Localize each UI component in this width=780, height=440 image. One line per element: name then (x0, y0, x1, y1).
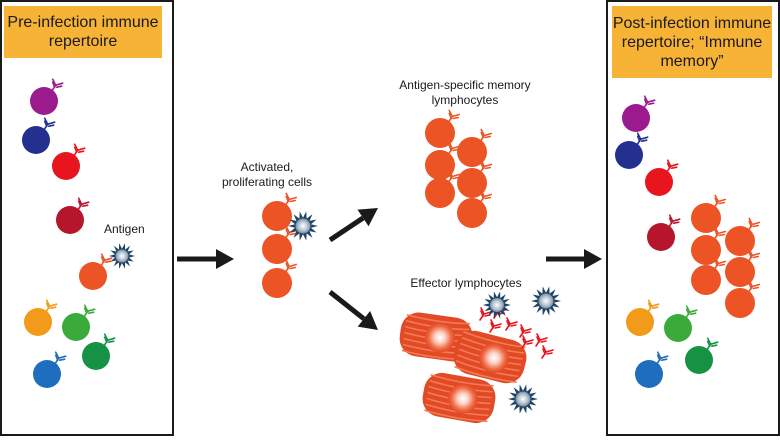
memory-lymphocyte (457, 128, 493, 167)
cell-antigen-specific (79, 253, 113, 290)
effector-lymphocyte (422, 372, 496, 424)
activated-cell (262, 259, 298, 298)
antigen-icon (531, 286, 561, 316)
cell-dark-green (82, 333, 116, 370)
y-shaped-receptor-icon (713, 256, 727, 271)
effector-lymphocyte (399, 312, 473, 362)
arrow-icon (546, 249, 602, 269)
memory-lymphocytes-label: Antigen-specific memory lymphocytes (399, 78, 531, 107)
memory-lymphocyte (457, 189, 493, 228)
y-shaped-receptor-icon (655, 351, 669, 366)
y-shaped-receptor-icon (646, 299, 660, 314)
y-shaped-receptor-icon (747, 248, 761, 263)
y-shaped-receptor-icon (42, 117, 56, 131)
cell-purple (30, 78, 64, 115)
cell-navy (615, 132, 649, 169)
memory-lymphocyte (691, 256, 727, 295)
arrow-icon (328, 290, 378, 330)
y-shaped-receptor-icon (50, 78, 64, 92)
cell-orange (24, 299, 58, 336)
antigen-icon (483, 291, 511, 319)
activated-cells-label: Activated, proliferating cells (221, 160, 313, 189)
antigen-layer (109, 211, 561, 414)
y-shaped-receptor-icon (684, 305, 698, 320)
y-shaped-receptor-icon (713, 226, 727, 241)
arrow-icon (328, 208, 378, 243)
free-antibody-icon (521, 335, 534, 349)
cell-blue (635, 351, 669, 388)
y-shaped-receptor-icon (635, 132, 649, 146)
memory-lymphocyte (425, 169, 461, 208)
cell-crimson (56, 197, 90, 234)
y-shaped-receptor-icon (72, 143, 86, 157)
y-shaped-receptor-icon (665, 159, 679, 173)
y-shaped-receptor-icon (76, 197, 90, 211)
y-shaped-receptor-icon (713, 194, 727, 209)
y-shaped-receptor-icon (747, 217, 761, 232)
cell-orange (626, 299, 660, 336)
cell-blue (33, 351, 67, 388)
cell-red (645, 159, 679, 196)
y-shaped-receptor-icon (44, 299, 58, 314)
effector-layer (399, 305, 554, 424)
y-shaped-receptor-icon (747, 279, 761, 294)
pre-infection-title-text: Pre-infection immune repertoire (7, 14, 159, 50)
free-antibody-icon (541, 345, 554, 359)
memory-lymphocyte (725, 217, 761, 256)
y-shaped-receptor-icon (284, 259, 298, 274)
memory-lymphocyte (691, 226, 727, 265)
y-shaped-receptor-icon (447, 109, 461, 124)
y-shaped-receptor-icon (102, 333, 116, 348)
y-shaped-receptor-icon (479, 159, 493, 174)
antigen-icon (508, 384, 538, 414)
y-shaped-receptor-icon (447, 169, 461, 184)
y-shaped-receptor-icon (99, 253, 113, 268)
y-shaped-receptor-icon (705, 337, 719, 352)
free-antibody-icon (505, 317, 518, 331)
y-shaped-receptor-icon (667, 214, 681, 228)
cell-purple (622, 95, 656, 132)
cell-green (664, 305, 698, 342)
post-infection-title-text: Post-infection immune repertoire; “Immun… (612, 14, 772, 70)
antigen-icon (109, 243, 135, 269)
memory-lymphocyte (691, 194, 727, 233)
free-antibody-icon (479, 307, 492, 321)
y-shaped-receptor-icon (284, 192, 298, 207)
cell-dark-green (685, 337, 719, 374)
memory-lymphocyte (725, 279, 761, 318)
y-shaped-receptor-icon (82, 304, 96, 319)
cells-layer (22, 78, 761, 388)
arrow-icon (177, 249, 234, 269)
cell-green (62, 304, 96, 341)
antigen-label: Antigen (104, 222, 145, 236)
free-antibody-icon (489, 319, 502, 333)
cell-navy (22, 117, 56, 154)
antigen-bound-icon (288, 211, 318, 241)
free-antibody-icon (519, 324, 532, 338)
arrows-layer (177, 208, 602, 330)
memory-lymphocyte (425, 141, 461, 180)
memory-lymphocyte (725, 248, 761, 287)
y-shaped-receptor-icon (479, 128, 493, 143)
cell-red (52, 143, 86, 180)
effector-lymphocyte (453, 330, 527, 384)
memory-lymphocyte (425, 109, 461, 148)
effector-lymphocytes-label: Effector lymphocytes (410, 276, 522, 290)
memory-lymphocyte (457, 159, 493, 198)
y-shaped-receptor-icon (447, 141, 461, 156)
post-infection-title: Post-infection immune repertoire; “Immun… (612, 6, 772, 78)
free-antibody-icon (535, 333, 548, 347)
y-shaped-receptor-icon (479, 189, 493, 204)
y-shaped-receptor-icon (642, 95, 656, 109)
pre-infection-title: Pre-infection immune repertoire (4, 6, 162, 58)
activated-cell (262, 192, 298, 231)
y-shaped-receptor-icon (53, 351, 67, 366)
cell-crimson (647, 214, 681, 251)
